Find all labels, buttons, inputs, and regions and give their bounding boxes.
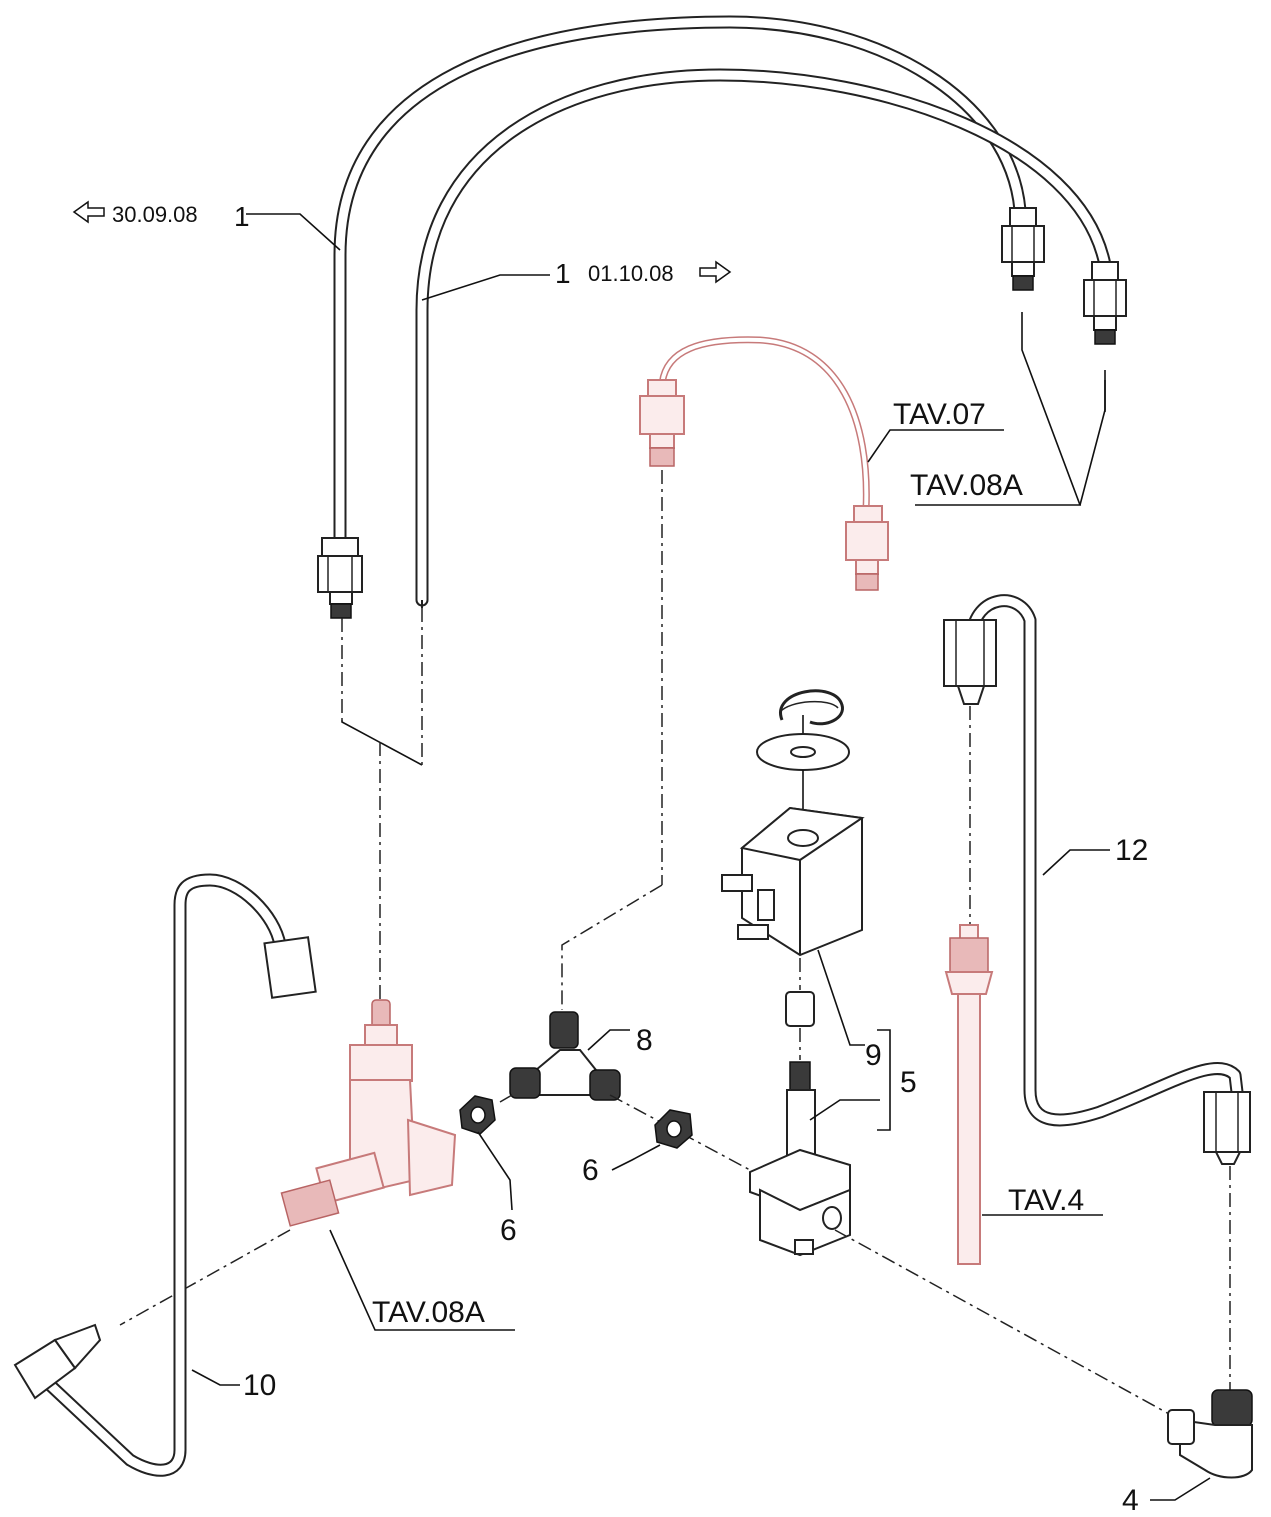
label-tav4: TAV.4 <box>1008 1184 1084 1217</box>
label-9: 9 <box>865 1039 882 1072</box>
ref-arrow-left <box>72 200 105 224</box>
label-tav07: TAV.07 <box>893 398 986 431</box>
tee-fitting <box>509 1011 621 1101</box>
pipe-1-outer <box>333 15 1027 552</box>
nut-6-right <box>654 1109 693 1149</box>
label-8: 8 <box>636 1024 653 1057</box>
clip-ring <box>779 689 844 726</box>
label-tav08a-bottom: TAV.08A <box>372 1296 485 1329</box>
washer <box>756 733 850 771</box>
ref-left-date: 30.09.08 <box>112 202 198 227</box>
pipe-10 <box>13 873 317 1477</box>
label-10: 10 <box>243 1369 276 1402</box>
label-tav08a-top: TAV.08A <box>910 469 1023 502</box>
tav08a-fitting <box>280 999 457 1227</box>
label-12: 12 <box>1115 834 1148 867</box>
label-6-left: 6 <box>500 1214 517 1247</box>
tav4-probe <box>944 924 994 1265</box>
pipe-1-right-nut-b <box>1083 261 1127 345</box>
tav07-pipe <box>639 336 889 591</box>
pipe-1-inner <box>415 68 1112 607</box>
nut-6-left <box>459 1095 496 1135</box>
plunger-cap <box>785 991 815 1027</box>
ref-right-number: 1 <box>555 258 571 289</box>
valve-body <box>749 1061 851 1257</box>
ref-left-number: 1 <box>234 201 250 232</box>
ref-right-date: 01.10.08 <box>588 261 674 286</box>
ref-arrow-right <box>699 260 732 284</box>
pipe-12 <box>943 594 1251 1165</box>
elbow-fitting-4 <box>1167 1389 1253 1479</box>
label-4: 4 <box>1122 1484 1139 1517</box>
pipe-1-right-nut-a <box>1001 207 1045 291</box>
label-6-right: 6 <box>582 1154 599 1187</box>
pipe-1-nut <box>317 537 363 619</box>
solenoid-coil <box>721 806 865 957</box>
label-5: 5 <box>900 1066 917 1099</box>
